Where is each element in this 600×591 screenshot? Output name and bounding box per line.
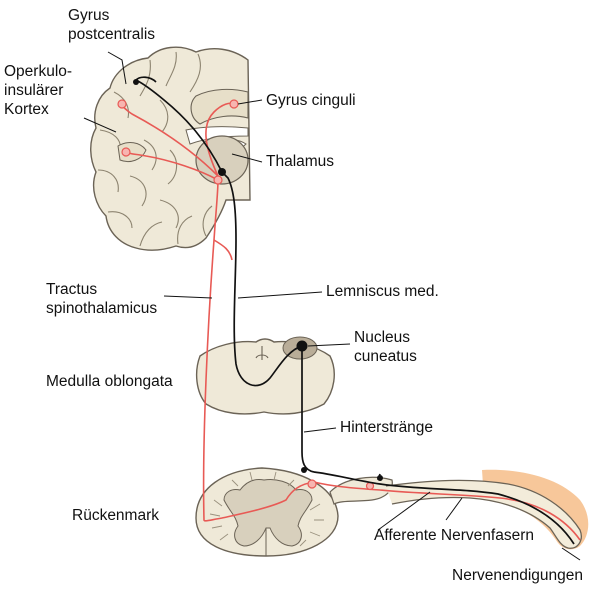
tractus-spinothalamicus-line — [202, 179, 219, 521]
label-nucleus-cuneatus: Nucleus cuneatus — [354, 328, 417, 366]
label-tractus-spinothalamicus: Tractus spinothalamicus — [46, 280, 157, 318]
afferent-touch-fiber — [313, 471, 575, 545]
label-gyrus-cinguli: Gyrus cinguli — [266, 92, 356, 109]
label-afferente-nervenfasern: Afferente Nervenfasern — [374, 527, 534, 544]
label-line: cuneatus — [354, 348, 417, 365]
leader-afferente-1 — [377, 491, 431, 531]
leader-lines — [83, 51, 581, 561]
label-rueckenmark: Rückenmark — [72, 507, 159, 524]
label-line: Tractus — [46, 281, 98, 298]
label-line: spinothalamicus — [46, 300, 158, 317]
leader-operkulo — [83, 117, 117, 133]
medulla-midline — [255, 346, 269, 360]
leader-gyrus-cinguli — [237, 99, 263, 105]
label-medulla-oblongata: Medulla oblongata — [46, 373, 173, 390]
pain-synapse-markers — [117, 99, 375, 491]
spinal-cord-section — [195, 467, 393, 557]
label-nervenendigungen: Nervenendigungen — [452, 567, 583, 584]
leader-thalamus — [231, 153, 263, 163]
leader-nervenendigungen — [561, 547, 581, 561]
label-thalamus: Thalamus — [266, 153, 335, 170]
lemniscus-medialis-line — [221, 171, 303, 387]
label-line: insulärer — [4, 82, 64, 99]
leader-tractus — [163, 295, 213, 299]
leader-gyrus-postcentralis — [107, 51, 127, 85]
label-line: postcentralis — [68, 26, 156, 43]
spinal-grey-matter — [223, 479, 313, 547]
brain-section — [90, 46, 251, 251]
label-hinterstraenge: Hinterstränge — [340, 419, 434, 436]
label-line: Nucleus — [354, 329, 410, 346]
afferent-pain-fiber — [313, 481, 581, 541]
skin-fiber-extension — [213, 239, 233, 261]
label-lemniscus-med: Lemniscus med. — [326, 283, 439, 300]
touch-synapse-markers — [133, 79, 383, 481]
hinterstraenge-line — [301, 350, 315, 473]
label-gyrus-postcentralis: Gyrus postcentralis — [68, 6, 155, 44]
label-line: Gyrus — [68, 7, 110, 24]
nerve-sheath — [385, 479, 582, 549]
label-line: Operkulo- — [4, 63, 73, 80]
thalamus-to-postcentral-touch — [134, 76, 223, 173]
leader-afferente-2 — [445, 497, 463, 521]
medulla-section — [195, 336, 335, 415]
leader-lemniscus — [237, 291, 323, 299]
dorsal-horn-synapse-path — [203, 481, 315, 522]
label-line: Kortex — [4, 101, 49, 118]
spinal-fiber-hatching — [209, 471, 324, 547]
thalamus-to-cingulate-path — [205, 102, 235, 177]
touch-pathway — [134, 76, 575, 545]
insula-region — [117, 142, 147, 163]
leader-nucleus — [307, 343, 351, 347]
leader-hinterstraenge — [303, 427, 337, 433]
label-operkulo-insulaerer-kortex: Operkulo- insulärer Kortex — [4, 62, 72, 119]
